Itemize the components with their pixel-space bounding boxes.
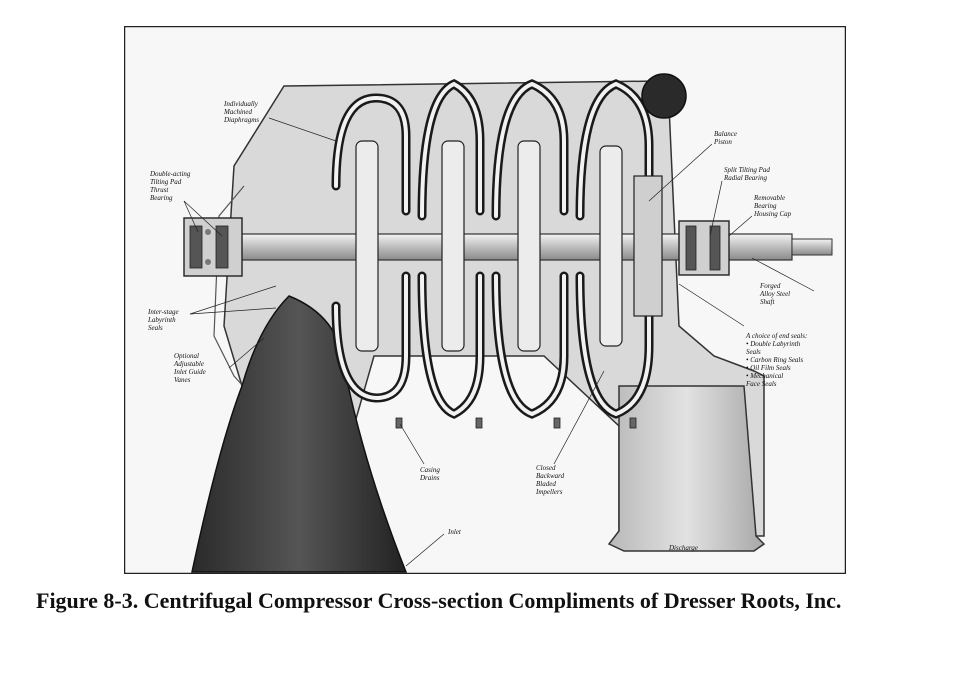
casing-drains: [395, 417, 637, 429]
label-labyrinth-seals: Inter-stage Labyrinth Seals: [147, 308, 180, 332]
label-balance-piston: Balance Piston: [713, 130, 739, 146]
label-radial-bearing: Split Tilting Pad Radial Bearing: [723, 166, 772, 182]
compressor-cross-section-drawing: Individually Machined Diaphragms Double-…: [124, 26, 846, 574]
label-impellers: Closed Backward Bladed Impellers: [535, 464, 566, 496]
shaft-end: [791, 238, 833, 256]
label-thrust-bearing: Double-acting Tilting Pad Thrust Bearing: [149, 170, 192, 202]
discharge-nozzle: [607, 385, 766, 552]
label-end-seals: A choice of end seals: • Double Labyrint…: [745, 332, 809, 388]
diaphragm-return-channels-lower-inner: [334, 274, 651, 417]
label-discharge: Discharge: [668, 544, 698, 552]
label-inlet-guide-vanes: Optional Adjustable Inlet Guide Vanes: [173, 352, 207, 384]
label-inlet: Inlet: [447, 528, 462, 536]
figure-caption: Figure 8-3. Centrifugal Compressor Cross…: [36, 588, 842, 613]
label-shaft: Forged Alloy Steel Shaft: [759, 282, 792, 306]
callout-labels: Individually Machined Diaphragms Double-…: [147, 100, 809, 552]
compressor-figure: Individually Machined Diaphragms Double-…: [124, 26, 846, 574]
thrust-bearing-housing: [183, 217, 243, 277]
impeller-3: [517, 140, 541, 352]
radial-bearing-housing: [678, 220, 730, 276]
impeller-4: [599, 145, 623, 347]
diaphragm-return-channels-upper-inner: [334, 81, 651, 218]
impeller-2: [441, 140, 465, 352]
label-diaphragms: Individually Machined Diaphragms: [223, 100, 260, 124]
label-casing-drains: Casing Drains: [419, 466, 442, 482]
discharge-volute: [641, 73, 687, 119]
balance-piston: [633, 175, 663, 317]
impellers: [355, 140, 623, 352]
impeller-1: [355, 140, 379, 352]
leader-lines: [183, 117, 815, 567]
label-housing-cap: Removable Bearing Housing Cap: [753, 194, 792, 218]
